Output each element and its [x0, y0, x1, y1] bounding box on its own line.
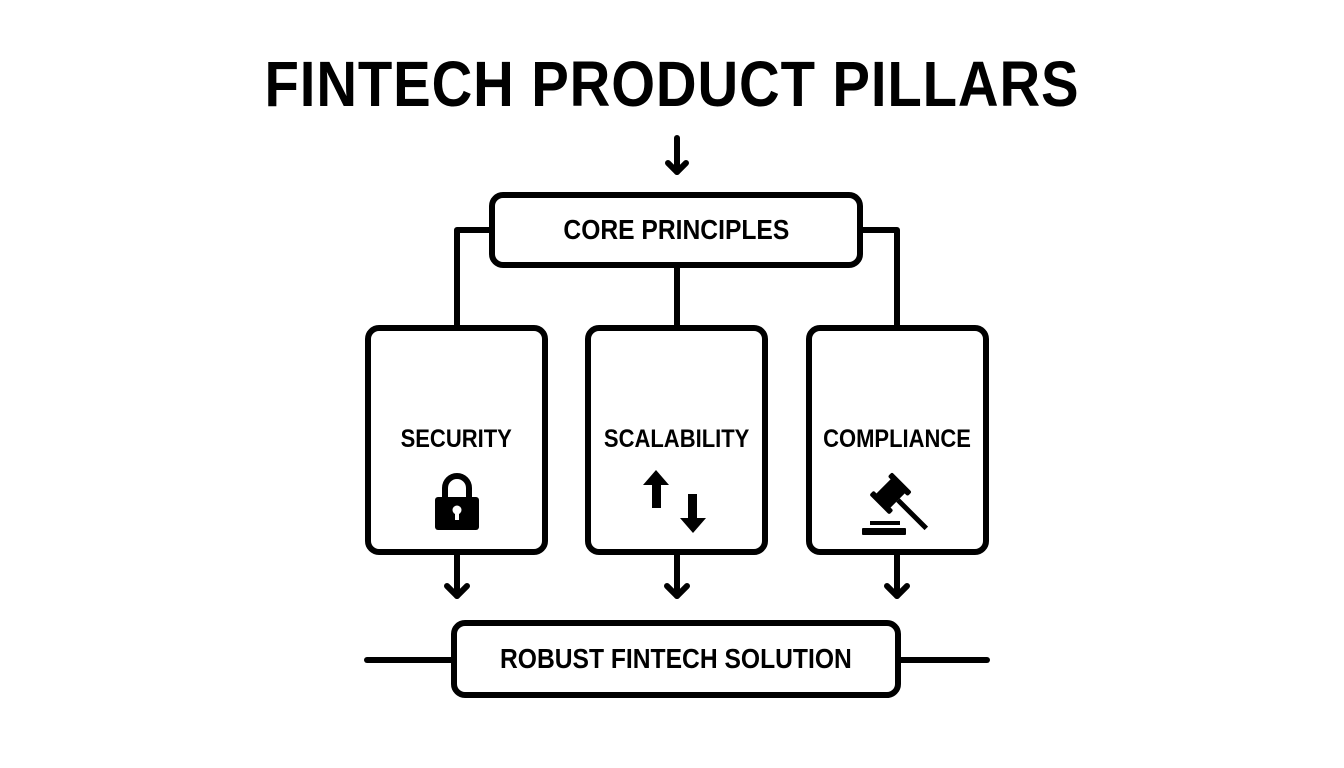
diagram-title: FINTECH PRODUCT PILLARS: [264, 48, 1080, 120]
pillar-label: SCALABILITY: [603, 425, 750, 453]
pillar-scalability: SCALABILITY: [585, 325, 768, 555]
pillar-label: COMPLIANCE: [823, 425, 972, 453]
robust-fintech-solution-box: ROBUST FINTECH SOLUTION: [451, 620, 901, 698]
pillar-compliance: COMPLIANCE: [806, 325, 989, 555]
core-principles-box: CORE PRINCIPLES: [489, 192, 863, 268]
robust-fintech-solution-label: ROBUST FINTECH SOLUTION: [500, 643, 852, 674]
padlock-icon: [432, 470, 482, 537]
pillar-label: SECURITY: [400, 425, 513, 453]
pillar-security: SECURITY: [365, 325, 548, 555]
gavel-icon: [860, 470, 936, 541]
up-down-arrows-icon: [642, 470, 712, 539]
core-principles-label: CORE PRINCIPLES: [563, 214, 789, 245]
